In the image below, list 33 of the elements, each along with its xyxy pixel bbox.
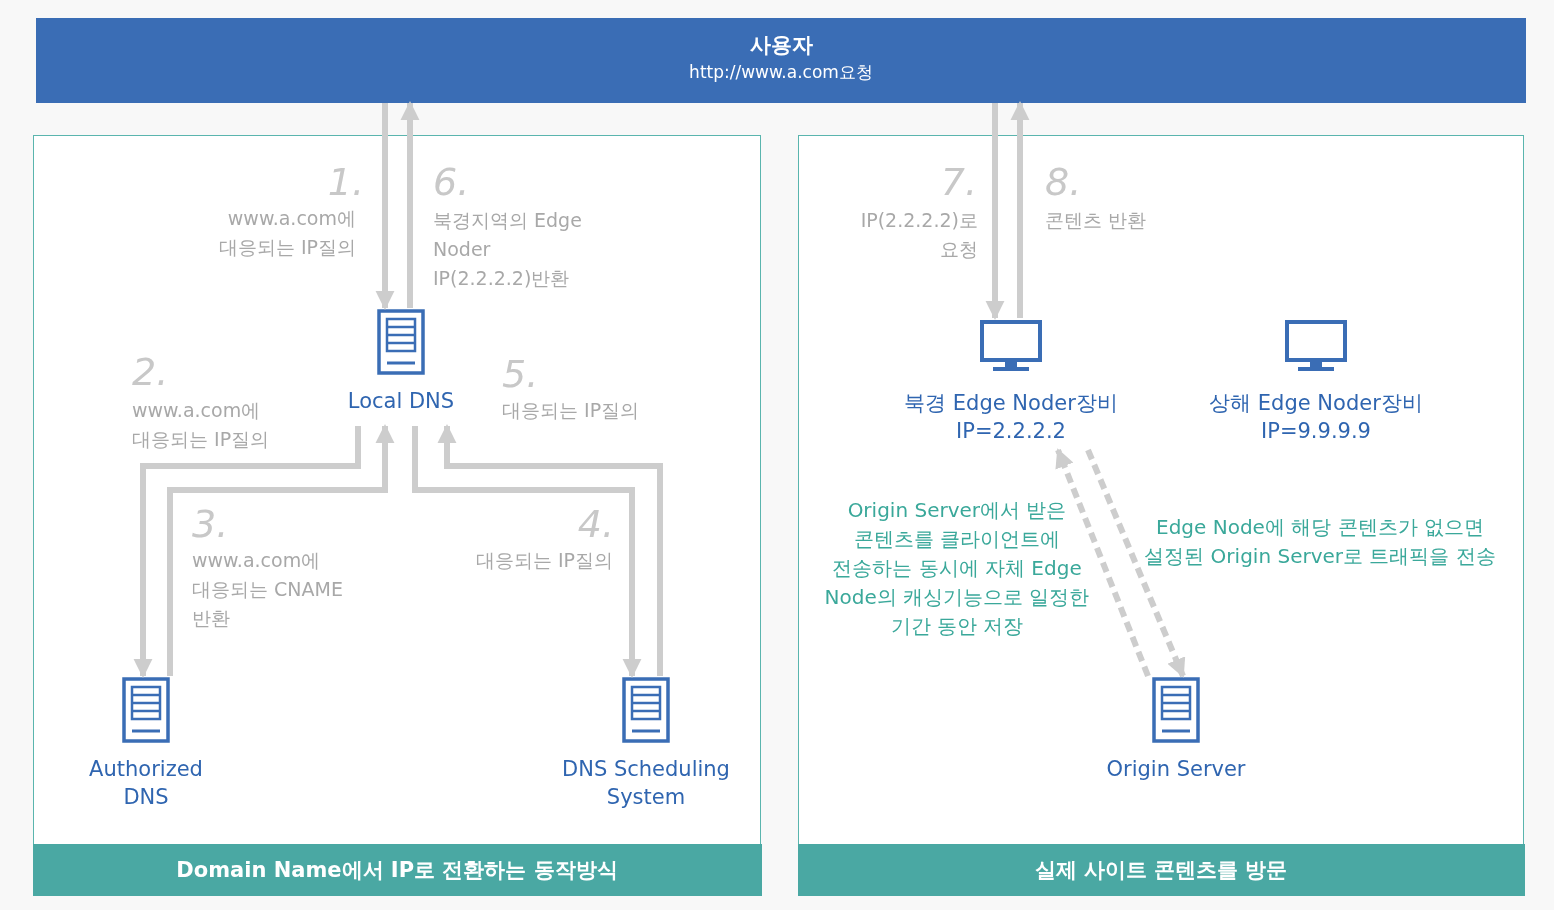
header-subtitle: http://www.a.com요청 [689,61,873,84]
step-text: www.a.com에 대응되는 IP질의 [217,206,356,260]
arrow [1085,448,1186,678]
footer-band: 실제 사이트 콘텐츠를 방문 [797,843,1525,896]
node-label: Origin Server [1105,756,1247,783]
node-label: Authorized DNS [88,756,204,811]
node-label: 상해 Edge Noder장비 IP=9.9.9.9 [1208,390,1424,445]
node-label: DNS Scheduling System [561,756,731,811]
panel-box [33,135,761,895]
arrow [412,426,642,678]
node-label: Local DNS [346,388,456,415]
arrow [437,424,663,676]
node-label: 북경 Edge Noder장비 IP=2.2.2.2 [903,390,1119,445]
step-text: www.a.com에 대응되는 CNAME 반환 [192,548,344,631]
header-title: 사용자 [749,32,813,59]
footer-band: Domain Name에서 IP로 전환하는 동작방식 [32,843,762,896]
step-text: www.a.com에 대응되는 IP질의 [132,398,271,452]
step-text: IP(2.2.2.2)로 요청 [859,208,978,262]
step-text: 북경지역의 Edge Noder IP(2.2.2.2)반환 [433,208,583,291]
note-text: Edge Node에 해당 콘텐츠가 없으면 설정된 Origin Server로 트래픽을 전송 [1143,514,1497,570]
step-text: 대응되는 IP질의 [474,548,613,573]
arrow [400,101,420,308]
panel-box [798,135,1524,895]
arrow [985,103,1005,320]
arrow [1010,101,1030,318]
arrow [375,103,395,310]
step-text: 콘텐츠 반환 [1045,208,1148,233]
note-text: Origin Server에서 받은 콘텐츠를 클라이언트에 전송하는 동시에 자체 Edge Node의 캐싱기능으로 일정한 기간 동안 저장 [823,497,1091,640]
arrow [167,424,395,676]
arrow [1055,448,1151,678]
arrow [133,426,361,678]
step-text: 대응되는 IP질의 [502,398,641,423]
header-band [36,18,1526,103]
